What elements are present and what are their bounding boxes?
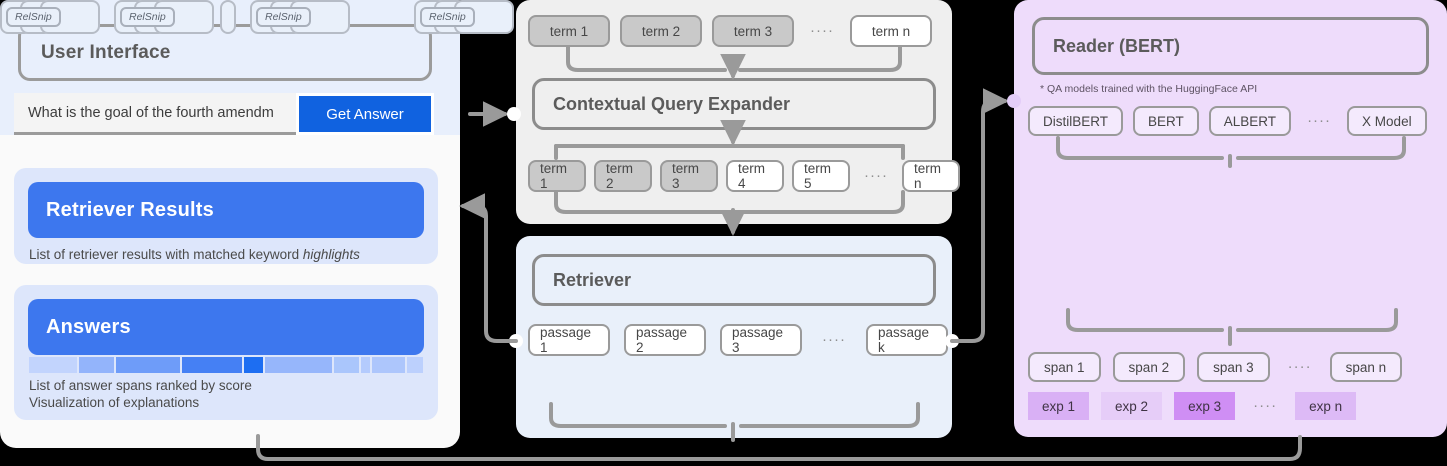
ellipsis-icon: ···· xyxy=(1307,112,1332,129)
score-segment xyxy=(243,357,263,373)
relsnip-label: RelSnip xyxy=(6,7,61,27)
retriever-results-title: Retriever Results xyxy=(28,182,424,238)
input-terms-row: term 1 term 2 term 3 ···· term n xyxy=(528,15,932,47)
term-chip[interactable]: term 3 xyxy=(660,160,718,192)
score-segment xyxy=(182,357,242,373)
explanation-chip[interactable]: exp 3 xyxy=(1174,392,1236,420)
relsnip-label: RelSnip xyxy=(419,7,475,27)
term-chip[interactable]: term 1 xyxy=(528,15,610,47)
score-segment xyxy=(361,357,370,373)
passage-chip[interactable]: passage 3 xyxy=(720,324,802,356)
term-chip[interactable]: term 3 xyxy=(712,15,794,47)
qa-model-chip[interactable]: ALBERT xyxy=(1208,106,1292,136)
ellipsis-icon: ···· xyxy=(864,167,888,184)
score-segment xyxy=(333,357,360,373)
term-chip[interactable]: term 2 xyxy=(594,160,652,192)
get-answer-button[interactable]: Get Answer xyxy=(296,93,434,135)
explanation-chip[interactable]: exp n xyxy=(1295,392,1357,420)
ellipsis-icon: ···· xyxy=(810,22,834,39)
wire-retriever-to-results xyxy=(459,193,518,343)
span-chip[interactable]: span n xyxy=(1329,352,1403,382)
explanation-chip[interactable]: exp 2 xyxy=(1101,392,1163,420)
passage-chip[interactable]: passage k xyxy=(865,324,948,356)
retriever-results-note-text: List of retriever results with matched k… xyxy=(29,247,303,262)
huggingface-note: * QA models trained with the HuggingFace… xyxy=(1040,83,1258,95)
qa-models-row: DistilBERT BERT ALBERT ···· X Model xyxy=(1028,106,1427,136)
relsnip-box xyxy=(220,0,236,34)
term-chip[interactable]: term 1 xyxy=(528,160,586,192)
term-chip[interactable]: term 2 xyxy=(620,15,702,47)
passage-chip[interactable]: passage 1 xyxy=(528,324,610,356)
spans-row: span 1 span 2 span 3 ···· span n xyxy=(1028,352,1403,382)
relsnip-label: RelSnip xyxy=(256,7,311,27)
explanations-row: exp 1 exp 2 exp 3 ···· exp n xyxy=(1028,392,1357,420)
ellipsis-icon: ···· xyxy=(822,331,846,348)
answers-note-line1: List of answer spans ranked by score xyxy=(29,378,252,393)
user-interface-panel: User Interface Get Answer Retriever Resu… xyxy=(0,0,460,448)
retriever-title: Retriever xyxy=(532,254,936,306)
score-segment xyxy=(406,357,424,373)
answers-card: Answers List of answer spans ranked by s… xyxy=(14,285,438,420)
relsnip-label: RelSnip xyxy=(120,7,175,27)
span-chip[interactable]: span 2 xyxy=(1112,352,1186,382)
qa-model-chip[interactable]: X Model xyxy=(1347,106,1427,136)
qa-model-chip[interactable]: BERT xyxy=(1133,106,1199,136)
relsnip-group[interactable]: RelSnip xyxy=(250,0,350,34)
retriever-results-note-emphasis: highlights xyxy=(302,247,360,262)
term-chip[interactable]: term n xyxy=(849,15,932,47)
passages-row: passage 1 passage 2 passage 3 ···· passage k xyxy=(528,324,948,356)
relsnip-group[interactable]: RelSnip xyxy=(0,0,100,34)
retriever-results-card: Retriever Results List of retriever resu… xyxy=(14,168,438,264)
answer-score-heatmap xyxy=(29,357,424,373)
qa-model-chip[interactable]: DistilBERT xyxy=(1028,106,1124,136)
answers-title: Answers xyxy=(28,299,424,355)
score-segment xyxy=(264,357,332,373)
score-segment xyxy=(116,357,181,373)
ellipsis-icon: ···· xyxy=(1253,397,1278,414)
search-input[interactable] xyxy=(14,93,296,135)
reader-title: Reader (BERT) xyxy=(1032,17,1429,75)
wire-retriever-to-reader xyxy=(950,88,1009,343)
span-chip[interactable]: span 1 xyxy=(1028,352,1101,382)
term-chip[interactable]: term 4 xyxy=(726,160,784,192)
relsnip-group[interactable]: RelSnip xyxy=(114,0,236,34)
passage-chip[interactable]: passage 2 xyxy=(624,324,706,356)
relsnip-group[interactable]: RelSnip xyxy=(413,0,514,34)
term-chip[interactable]: term n xyxy=(901,160,960,192)
term-chip[interactable]: term 5 xyxy=(792,160,850,192)
score-segment xyxy=(371,357,405,373)
contextual-query-expander-title: Contextual Query Expander xyxy=(532,78,936,130)
query-row: Get Answer xyxy=(14,93,434,135)
explanation-chip[interactable]: exp 1 xyxy=(1028,392,1090,420)
span-chip[interactable]: span 3 xyxy=(1197,352,1270,382)
score-segment xyxy=(29,357,77,373)
ellipsis-icon: ···· xyxy=(1287,358,1312,375)
retriever-results-note: List of retriever results with matched k… xyxy=(29,246,360,263)
answers-note-line2: Visualization of explanations xyxy=(29,395,200,410)
score-segment xyxy=(78,357,115,373)
